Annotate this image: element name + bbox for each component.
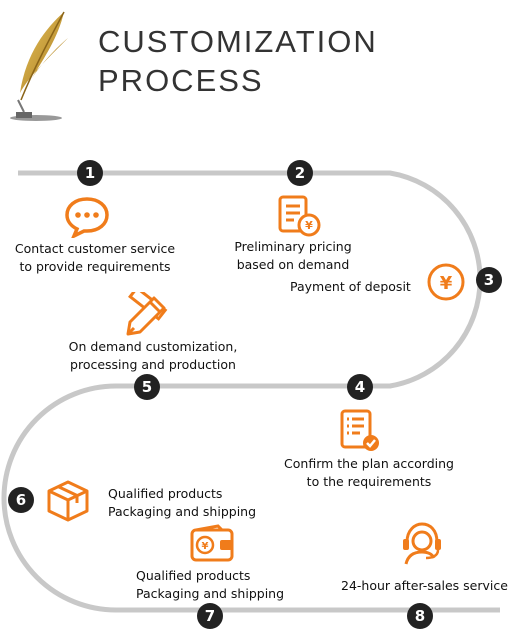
svg-text:¥: ¥ bbox=[440, 273, 453, 294]
headset-agent-icon bbox=[403, 522, 441, 565]
step-number-4: 4 bbox=[347, 374, 373, 400]
step-4-label: Confirm the plan according to the requir… bbox=[283, 455, 455, 491]
yen-circle-icon: ¥ bbox=[427, 263, 465, 301]
step-number-3: 3 bbox=[476, 267, 502, 293]
step-number-6: 6 bbox=[8, 487, 34, 513]
step-6-line-1: Qualified products bbox=[108, 486, 223, 501]
step-6-line-2: Packaging and shipping bbox=[108, 504, 257, 519]
svg-text:¥: ¥ bbox=[305, 219, 313, 232]
step-5-line-1: On demand customization, bbox=[68, 339, 238, 354]
step-number-5: 5 bbox=[134, 374, 160, 400]
checklist-icon bbox=[340, 409, 379, 451]
page-title-line-2: PROCESS bbox=[98, 63, 264, 98]
svg-text:¥: ¥ bbox=[202, 541, 209, 552]
step-number-2: 2 bbox=[287, 160, 313, 186]
price-document-icon: ¥ bbox=[278, 195, 321, 237]
step-1-line-1: Contact customer service bbox=[14, 241, 176, 256]
step-5-label: On demand customization, processing and … bbox=[60, 338, 246, 374]
step-3-line-1: Payment of deposit bbox=[290, 279, 411, 294]
step-2-line-1: Preliminary pricing bbox=[234, 239, 352, 254]
step-2-label: Preliminary pricing based on demand bbox=[222, 238, 364, 274]
box-icon bbox=[47, 480, 89, 522]
step-2-line-2: based on demand bbox=[236, 257, 350, 272]
step-3-label: Payment of deposit bbox=[290, 278, 420, 296]
step-4-line-1: Confirm the plan according bbox=[284, 456, 454, 471]
wallet-icon: ¥ bbox=[190, 524, 234, 562]
step-7-line-1: Qualified products bbox=[136, 568, 251, 583]
step-number-8: 8 bbox=[407, 603, 433, 629]
step-number-1: 1 bbox=[77, 160, 103, 186]
feather-quill-icon bbox=[10, 11, 68, 121]
step-6-label: Qualified products Packaging and shippin… bbox=[108, 485, 268, 521]
step-8-line-1: 24-hour after-sales service bbox=[341, 578, 508, 593]
chat-bubble-icon bbox=[65, 197, 109, 238]
step-7-label: Qualified products Packaging and shippin… bbox=[136, 567, 296, 603]
step-1-line-2: to provide requirements bbox=[19, 259, 171, 274]
step-4-line-2: to the requirements bbox=[306, 474, 432, 489]
step-5-line-2: processing and production bbox=[70, 357, 236, 372]
step-8-label: 24-hour after-sales service bbox=[341, 577, 511, 595]
step-1-label: Contact customer service to provide requ… bbox=[14, 240, 176, 276]
pencil-ruler-icon bbox=[126, 292, 168, 336]
page-title-line-1: CUSTOMIZATION bbox=[98, 24, 378, 59]
step-7-line-2: Packaging and shipping bbox=[136, 586, 285, 601]
step-number-7: 7 bbox=[197, 603, 223, 629]
